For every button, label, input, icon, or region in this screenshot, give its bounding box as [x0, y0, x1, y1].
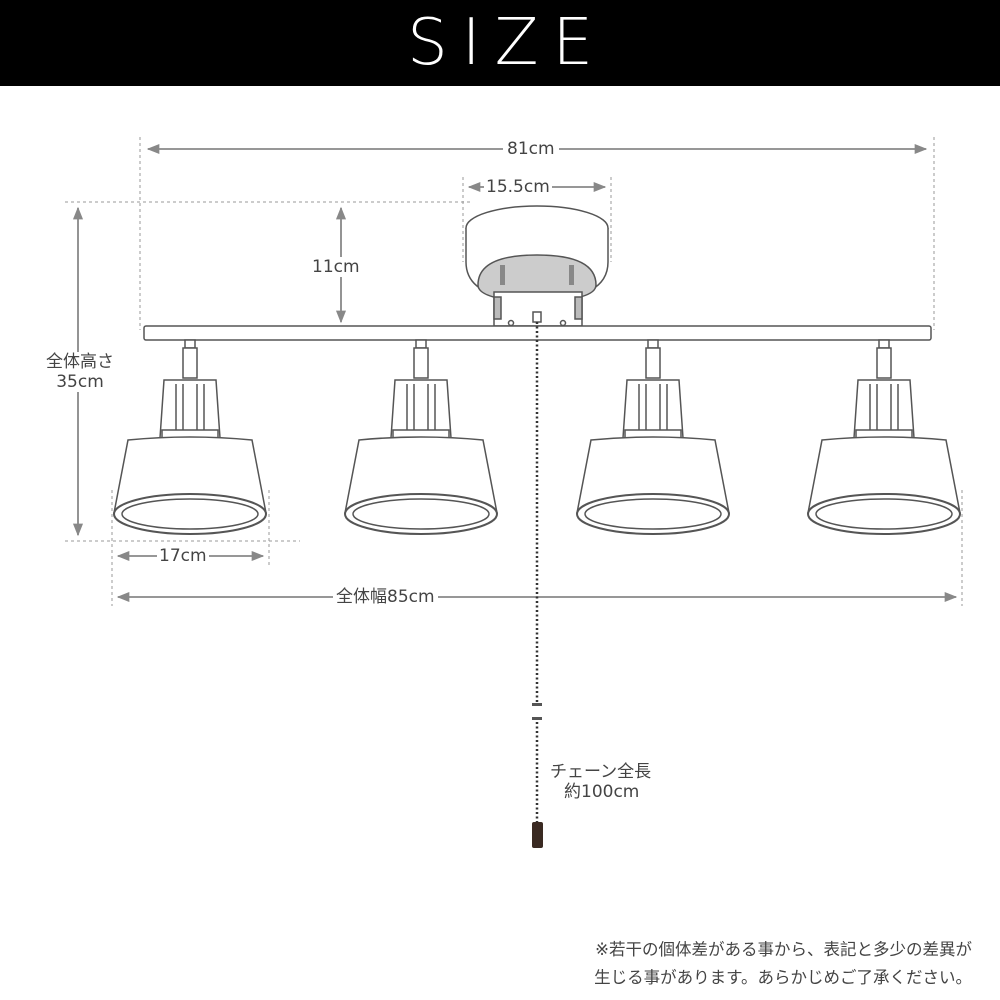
dashed-guides	[65, 137, 963, 606]
lamp-shade-3	[576, 339, 730, 535]
header-title: SIZE	[407, 6, 607, 80]
label-chain-length: 約100cm	[564, 782, 640, 802]
label-total-width: 全体幅85cm	[333, 587, 438, 607]
label-shade-width: 17cm	[157, 546, 209, 566]
label-chain-title: チェーン全長	[550, 762, 652, 782]
label-total-span: 81cm	[503, 139, 559, 159]
label-total-height: 全体高さ 35cm	[30, 352, 130, 392]
header-bar: SIZE	[0, 0, 1000, 86]
footnote-line-1: ※若干の個体差がある事から、表記と多少の差異が	[595, 940, 972, 959]
footnote-line-2: 生じる事があります。あらかじめご了承ください。	[594, 968, 972, 987]
footnote: ※若干の個体差がある事から、表記と多少の差異が 生じる事があります。あらかじめご…	[594, 936, 972, 992]
lamp-shade-4	[807, 339, 961, 535]
chain-pull	[532, 822, 543, 848]
label-chain: チェーン全長 約100cm	[550, 762, 680, 802]
label-total-height-value: 35cm	[56, 372, 104, 392]
ceiling-base	[465, 205, 609, 327]
label-base-height: 11cm	[310, 257, 362, 277]
lamp-shade-1	[113, 339, 267, 535]
pull-chain	[532, 322, 543, 848]
lamp-shade-2	[344, 339, 498, 535]
label-base-width: 15.5cm	[484, 177, 552, 197]
label-total-height-title: 全体高さ	[46, 352, 114, 372]
